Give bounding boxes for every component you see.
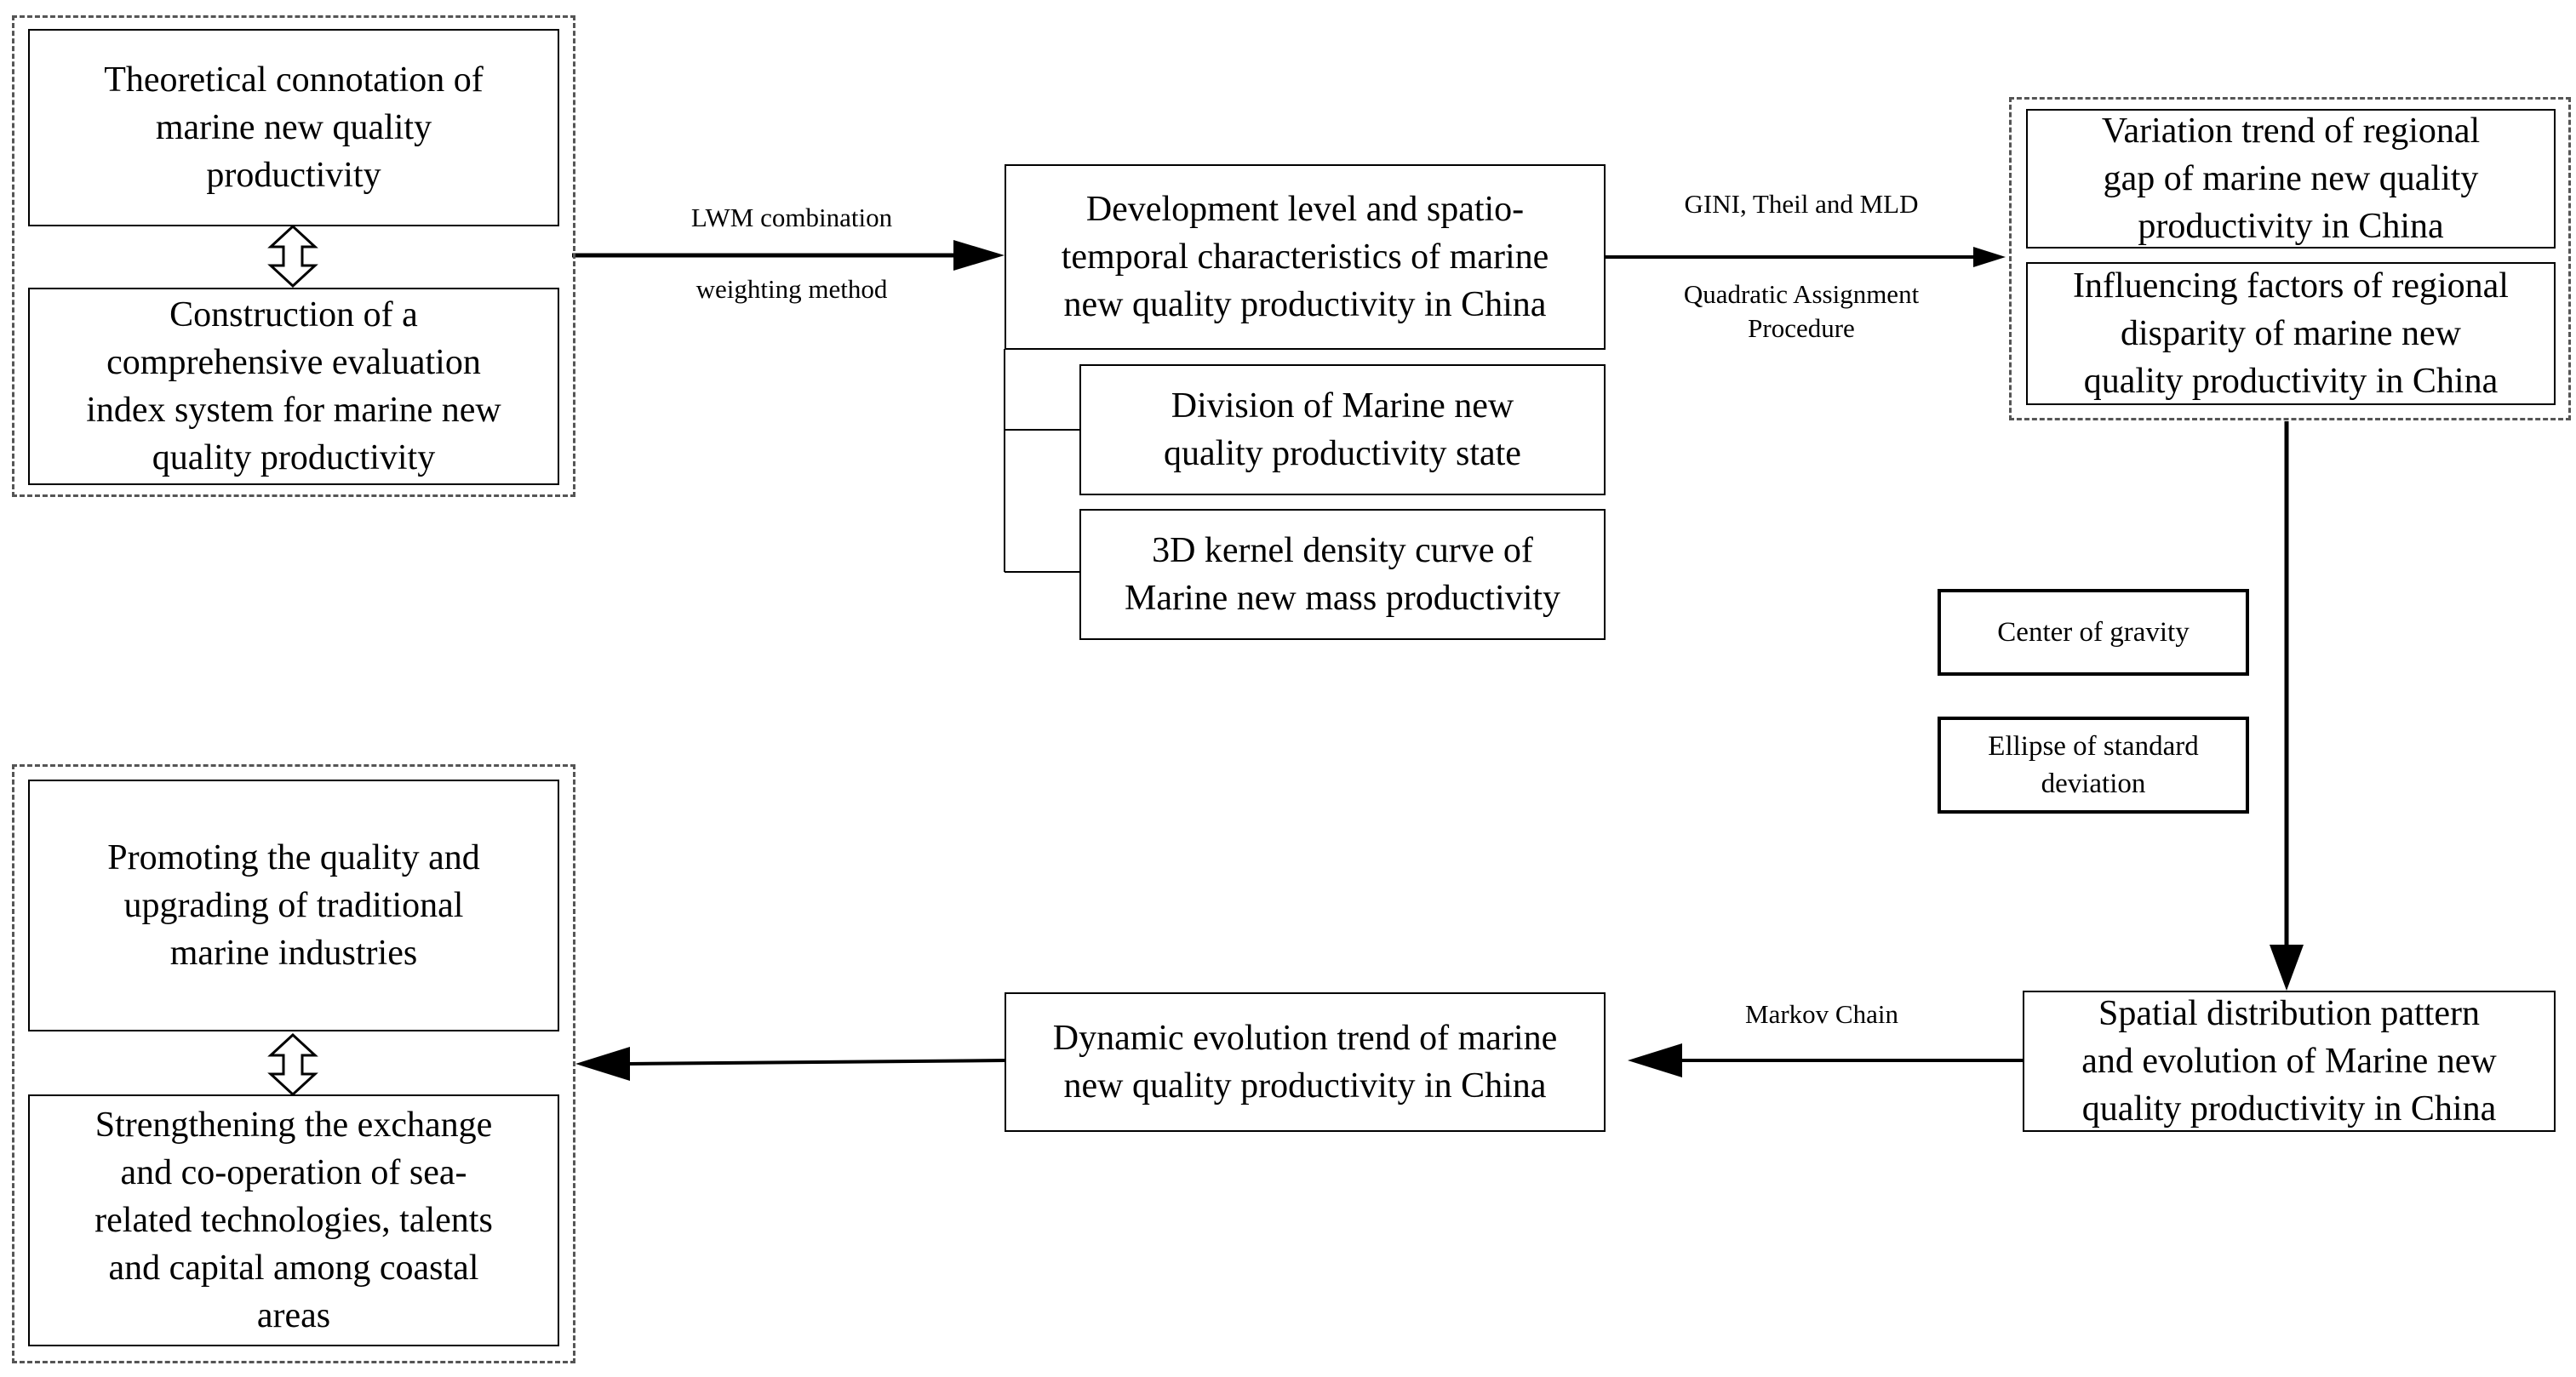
spatial-pattern-box: Spatial distribution pattern and evoluti… [2023,991,2556,1132]
kernel-density-box: 3D kernel density curve of Marine new ma… [1079,509,1606,640]
regional-group-frame [2009,97,2571,420]
promoting-quality-box: Promoting the quality and upgrading of t… [28,780,559,1031]
sub-bracket [1004,349,1079,573]
markov-label: Markov Chain [1745,999,1898,1029]
lwm-label-line2: weighting method [696,274,888,304]
gini-label: GINI, Theil and MLD [1684,189,1919,219]
arrow-down-spatial [2270,421,2304,991]
lwm-label-line1: LWM combination [690,203,893,232]
index-system-box: Construction of a comprehensive evaluati… [28,288,559,485]
arrow-to-strategies [575,1047,1005,1081]
ellipse-sd-box: Ellipse of standard deviation [1938,717,2249,814]
regional-gap-box: Variation trend of regional gap of marin… [2026,109,2556,249]
arrow-markov [1628,1043,2023,1077]
theory-group-frame [12,15,575,497]
qap-label: Quadratic Assignment Procedure [1683,279,1920,343]
strengthening-exchange-box: Strengthening the exchange and co-operat… [28,1094,559,1346]
dynamic-evolution-box: Dynamic evolution trend of marine new qu… [1005,992,1606,1132]
arrow-lwm [572,240,1005,271]
arrow-gini [1606,247,2006,267]
influencing-factors-box: Influencing factors of regional disparit… [2026,262,2556,405]
center-gravity-box: Center of gravity [1938,589,2249,676]
double-arrow-top [267,224,318,289]
strategy-group-frame [12,764,575,1363]
development-level-box: Development level and spatio- temporal c… [1005,164,1606,350]
theory-box: Theoretical connotation of marine new qu… [28,29,559,226]
division-state-box: Division of Marine new quality productiv… [1079,364,1606,495]
